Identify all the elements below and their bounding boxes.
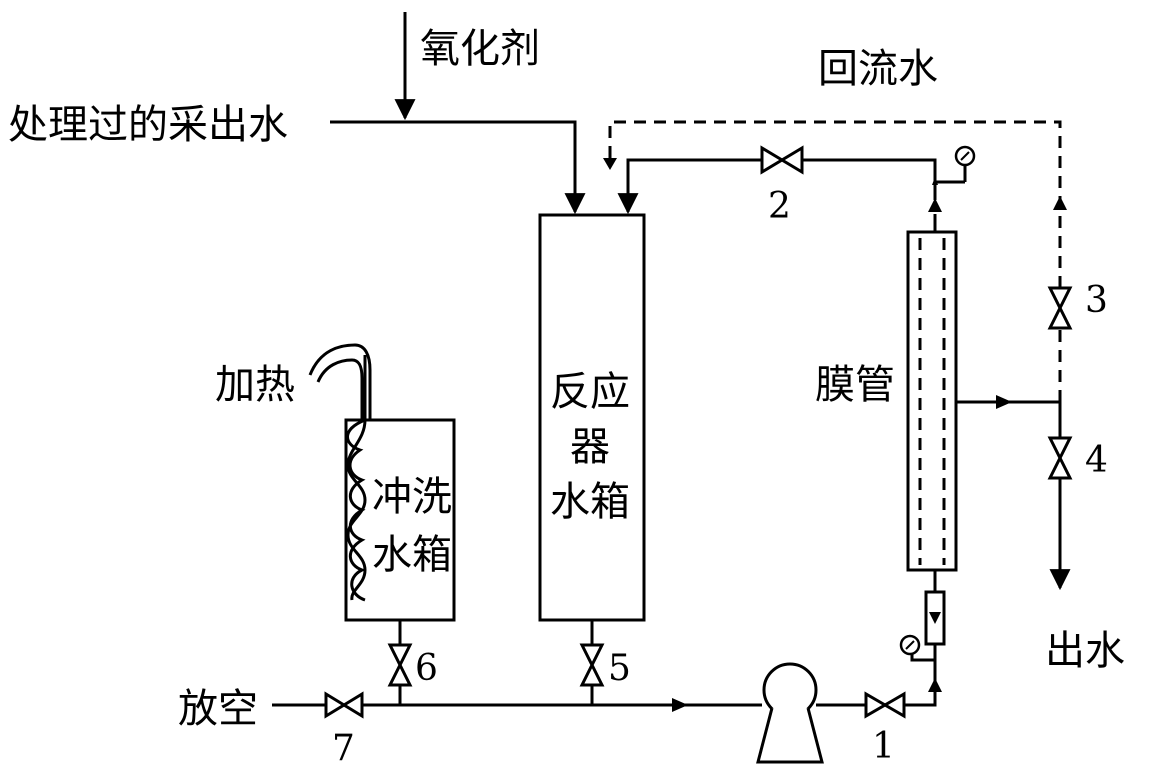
flush-tank-label-1: 冲洗 bbox=[372, 474, 452, 520]
reflux-up-arrow-head bbox=[1053, 196, 1067, 210]
valve-7-label: 7 bbox=[332, 728, 355, 769]
reflux-arrow-head bbox=[603, 158, 617, 170]
permeate-arrow bbox=[996, 395, 1012, 409]
reactor-tank-label-3: 水箱 bbox=[550, 479, 630, 525]
membrane-tube-label: 膜管 bbox=[815, 362, 895, 408]
vent-label: 放空 bbox=[178, 686, 258, 732]
valve-7[interactable] bbox=[324, 691, 364, 719]
membrane-outlet-arrow bbox=[928, 198, 942, 212]
reactor-tank-label-1: 反应 bbox=[550, 369, 630, 415]
valve-4[interactable] bbox=[1047, 436, 1073, 480]
flush-tank-label-2: 水箱 bbox=[372, 532, 452, 578]
valve-6-label: 6 bbox=[415, 648, 438, 689]
valve-5-label: 5 bbox=[608, 648, 631, 689]
heating-label: 加热 bbox=[215, 362, 295, 408]
valve-2-label: 2 bbox=[768, 186, 791, 227]
reactor-tank bbox=[538, 213, 646, 622]
flowmeter-float bbox=[929, 612, 941, 624]
valve-5[interactable] bbox=[579, 643, 605, 687]
discharge-up-arrow bbox=[928, 678, 942, 692]
heating-wire-inner bbox=[316, 358, 364, 420]
heating-coil-wave bbox=[346, 418, 366, 602]
treated-water-feed-line bbox=[330, 120, 586, 215]
valve-1-label: 1 bbox=[872, 726, 895, 767]
valve-2[interactable] bbox=[760, 145, 804, 175]
oxidizer-label: 氧化剂 bbox=[420, 26, 540, 72]
reflux-water-line bbox=[608, 120, 1062, 288]
valve-4-label: 4 bbox=[1085, 440, 1108, 481]
pressure-gauge-bottom-needle bbox=[905, 640, 915, 650]
valve-3-label: 3 bbox=[1085, 280, 1108, 321]
heating-coil bbox=[346, 355, 367, 601]
outlet-water-label: 出水 bbox=[1045, 628, 1125, 674]
flush-tank bbox=[344, 418, 456, 622]
membrane-tube bbox=[906, 230, 958, 572]
heating-wire-outer bbox=[308, 343, 372, 420]
treated-water-label: 处理过的采出水 bbox=[8, 102, 288, 148]
valve-1[interactable] bbox=[864, 691, 906, 719]
valve-6[interactable] bbox=[387, 643, 413, 687]
reactor-tank-label-2: 器 bbox=[570, 424, 610, 470]
valve-3[interactable] bbox=[1047, 286, 1073, 330]
reflux-water-label: 回流水 bbox=[818, 46, 938, 92]
pump-base bbox=[756, 707, 824, 764]
flow-arrow-to-pump bbox=[672, 698, 688, 712]
pressure-gauge-top-needle bbox=[960, 151, 970, 161]
